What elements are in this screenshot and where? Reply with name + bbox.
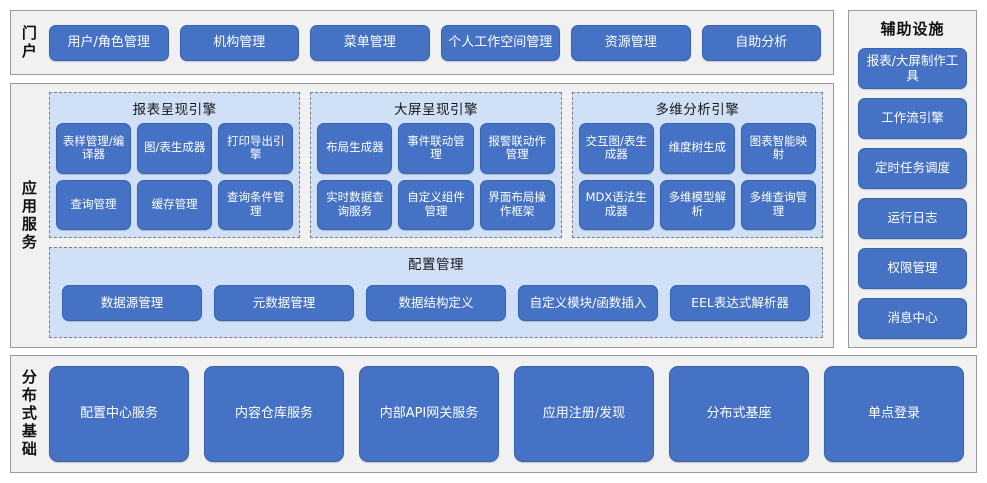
engine-item-interactive-chart[interactable]: 交互图/表生成器 xyxy=(578,123,654,174)
portal-item-user-role[interactable]: 用户/角色管理 xyxy=(49,24,169,61)
engine-bigscreen-rendering-title: 大屏呈现引擎 xyxy=(393,102,478,118)
config-item-custom-module[interactable]: 自定义模块/函数插入 xyxy=(518,285,658,321)
engine-item-layout-generator[interactable]: 布局生成器 xyxy=(317,123,393,174)
aux-item-report-screen-tool[interactable]: 报表/大屏制作工具 xyxy=(858,48,967,89)
engine-multidim-analysis: 多维分析引擎 交互图/表生成器 维度树生成 图表智能映射 MDX语法生成器 多维… xyxy=(571,92,823,238)
application-service-label-text: 应用服务 xyxy=(19,179,38,252)
aux-facilities-title: 辅助设施 xyxy=(880,20,945,38)
engine-item-realtime-query[interactable]: 实时数据查询服务 xyxy=(317,179,393,230)
base-item-config-center[interactable]: 配置中心服务 xyxy=(49,366,189,462)
engine-bigscreen-rendering: 大屏呈现引擎 布局生成器 事件联动管理 报警联动作管理 实时数据查询服务 自定义… xyxy=(310,92,562,238)
engine-item-query-management[interactable]: 查询管理 xyxy=(56,179,132,230)
config-item-metadata[interactable]: 元数据管理 xyxy=(214,285,354,321)
engine-item-print-export[interactable]: 打印导出引擎 xyxy=(218,123,294,174)
aux-item-runtime-log[interactable]: 运行日志 xyxy=(858,198,967,239)
portal-item-list: 用户/角色管理 机构管理 菜单管理 个人工作空间管理 资源管理 自助分析 xyxy=(45,11,833,74)
engine-item-template-compiler[interactable]: 表样管理/编译器 xyxy=(56,123,132,174)
engine-item-chart-auto-mapping[interactable]: 图表智能映射 xyxy=(740,123,816,174)
engine-report-rendering: 报表呈现引擎 表样管理/编译器 图/表生成器 打印导出引擎 查询管理 缓存管理 … xyxy=(49,92,301,238)
config-management-items: 数据源管理 元数据管理 数据结构定义 自定义模块/函数插入 EEL表达式解析器 xyxy=(58,279,814,329)
engine-item-dimension-tree[interactable]: 维度树生成 xyxy=(659,123,735,174)
aux-item-message-center[interactable]: 消息中心 xyxy=(858,298,967,339)
aux-facilities-layer: 辅助设施 报表/大屏制作工具 工作流引擎 定时任务调度 运行日志 权限管理 消息… xyxy=(848,10,977,348)
portal-item-resource[interactable]: 资源管理 xyxy=(571,24,691,61)
config-management-title: 配置管理 xyxy=(408,257,464,273)
config-item-data-structure[interactable]: 数据结构定义 xyxy=(366,285,506,321)
config-item-eel-parser[interactable]: EEL表达式解析器 xyxy=(670,285,810,321)
portal-layer-label: 门户 xyxy=(11,11,45,74)
application-service-label: 应用服务 xyxy=(11,84,45,347)
distributed-foundation-layer: 分布式基础 配置中心服务 内容仓库服务 内部API网关服务 应用注册/发现 分布… xyxy=(10,355,977,473)
portal-item-workspace[interactable]: 个人工作空间管理 xyxy=(440,24,560,61)
engine-multidim-analysis-items: 交互图/表生成器 维度树生成 图表智能映射 MDX语法生成器 多维模型解析 多维… xyxy=(578,123,816,230)
portal-item-menu[interactable]: 菜单管理 xyxy=(310,24,430,61)
application-service-body: 报表呈现引擎 表样管理/编译器 图/表生成器 打印导出引擎 查询管理 缓存管理 … xyxy=(45,84,833,347)
engine-item-custom-component[interactable]: 自定义组件管理 xyxy=(398,179,474,230)
portal-item-org[interactable]: 机构管理 xyxy=(179,24,299,61)
base-item-content-repository[interactable]: 内容仓库服务 xyxy=(204,366,344,462)
engine-item-alarm-action[interactable]: 报警联动作管理 xyxy=(479,123,555,174)
base-item-distributed-base[interactable]: 分布式基座 xyxy=(669,366,809,462)
engine-item-model-parsing[interactable]: 多维模型解析 xyxy=(659,179,735,230)
aux-item-list: 报表/大屏制作工具 工作流引擎 定时任务调度 运行日志 权限管理 消息中心 xyxy=(858,48,967,339)
distributed-foundation-label-text: 分布式基础 xyxy=(19,369,38,459)
engine-item-mdx-generator[interactable]: MDX语法生成器 xyxy=(578,179,654,230)
engine-report-rendering-items: 表样管理/编译器 图/表生成器 打印导出引擎 查询管理 缓存管理 查询条件管理 xyxy=(56,123,294,230)
aux-item-workflow-engine[interactable]: 工作流引擎 xyxy=(858,98,967,139)
base-item-sso[interactable]: 单点登录 xyxy=(824,366,964,462)
base-item-app-registry[interactable]: 应用注册/发现 xyxy=(514,366,654,462)
engine-group-row: 报表呈现引擎 表样管理/编译器 图/表生成器 打印导出引擎 查询管理 缓存管理 … xyxy=(49,92,823,238)
engine-item-event-linkage[interactable]: 事件联动管理 xyxy=(398,123,474,174)
distributed-foundation-items: 配置中心服务 内容仓库服务 内部API网关服务 应用注册/发现 分布式基座 单点… xyxy=(45,356,976,472)
portal-item-self-analysis[interactable]: 自助分析 xyxy=(701,24,821,61)
engine-report-rendering-title: 报表呈现引擎 xyxy=(132,102,217,118)
aux-item-permission[interactable]: 权限管理 xyxy=(858,248,967,289)
portal-layer-label-text: 门户 xyxy=(19,24,38,61)
engine-bigscreen-rendering-items: 布局生成器 事件联动管理 报警联动作管理 实时数据查询服务 自定义组件管理 界面… xyxy=(317,123,555,230)
config-management-group: 配置管理 数据源管理 元数据管理 数据结构定义 自定义模块/函数插入 EEL表达… xyxy=(49,247,823,338)
portal-layer: 门户 用户/角色管理 机构管理 菜单管理 个人工作空间管理 资源管理 自助分析 xyxy=(10,10,834,75)
config-item-datasource[interactable]: 数据源管理 xyxy=(62,285,202,321)
engine-item-multidim-query[interactable]: 多维查询管理 xyxy=(740,179,816,230)
distributed-foundation-label: 分布式基础 xyxy=(11,356,45,472)
aux-item-task-scheduler[interactable]: 定时任务调度 xyxy=(858,148,967,189)
engine-item-chart-table-generator[interactable]: 图/表生成器 xyxy=(137,123,213,174)
engine-multidim-analysis-title: 多维分析引擎 xyxy=(655,102,740,118)
base-item-api-gateway[interactable]: 内部API网关服务 xyxy=(359,366,499,462)
application-service-layer: 应用服务 报表呈现引擎 表样管理/编译器 图/表生成器 打印导出引擎 查询管理 … xyxy=(10,83,834,348)
engine-item-query-condition[interactable]: 查询条件管理 xyxy=(218,179,294,230)
engine-item-cache-management[interactable]: 缓存管理 xyxy=(137,179,213,230)
engine-item-ui-layout-framework[interactable]: 界面布局操作框架 xyxy=(479,179,555,230)
